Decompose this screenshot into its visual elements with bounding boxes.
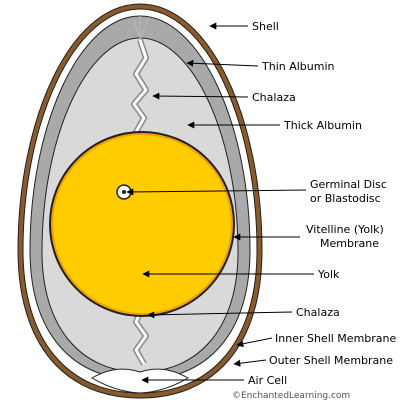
label-vitelline-membrane: Membrane [320, 237, 379, 250]
credit-text: ©EnchantedLearning.com [232, 391, 350, 400]
air-cell [91, 368, 189, 394]
leader-thin-albumin [186, 59, 259, 67]
germinal-disc-core [122, 190, 126, 194]
leader-outer-membrane [233, 359, 267, 367]
label-vitelline: Vitelline (Yolk) [306, 223, 384, 236]
label-germinal-disc: Germinal Disc [310, 178, 387, 191]
label-shell: Shell [252, 20, 279, 33]
leader-germinal-disc [126, 188, 307, 196]
label-air-cell: Air Cell [248, 374, 287, 387]
chalaza-bottom-inner [134, 307, 148, 365]
leader-chalaza-bottom [147, 311, 293, 319]
label-inner-membrane: Inner Shell Membrane [275, 332, 396, 345]
labels: Shell Thin Albumin Chalaza Thick Albumin… [232, 20, 396, 400]
chalaza-top-strands [133, 16, 149, 41]
label-chalaza-top: Chalaza [252, 91, 296, 104]
label-yolk: Yolk [317, 268, 340, 281]
leader-lines [126, 22, 314, 384]
label-chalaza-bottom: Chalaza [296, 306, 340, 319]
leader-chalaza-top [152, 92, 249, 100]
label-thick-albumin: Thick Albumin [283, 119, 362, 132]
label-outer-membrane: Outer Shell Membrane [269, 354, 393, 367]
leader-inner-membrane [236, 337, 273, 348]
egg [17, 3, 263, 399]
chalaza-top-inner [132, 39, 148, 141]
yolk [53, 135, 231, 313]
label-thin-albumin: Thin Albumin [261, 60, 335, 73]
label-blastodisc: or Blastodisc [310, 192, 381, 205]
